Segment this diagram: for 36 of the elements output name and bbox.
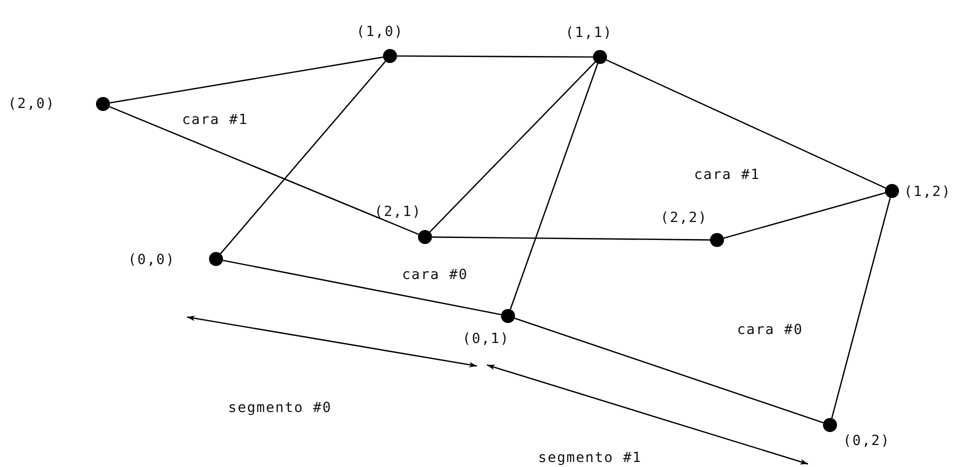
vertex-dot bbox=[885, 184, 899, 198]
connector-line bbox=[109, 106, 419, 235]
vertex-dot bbox=[823, 418, 837, 432]
connector-line bbox=[514, 318, 824, 424]
connector-line bbox=[397, 55, 593, 58]
vertex-dot bbox=[418, 230, 432, 244]
vertex-dot bbox=[209, 252, 223, 266]
coordinate-label: (2,0) bbox=[8, 96, 56, 112]
coordinate-label: (0,2) bbox=[843, 433, 890, 449]
connector-line bbox=[110, 56, 384, 104]
coordinate-label: (1,1) bbox=[565, 25, 613, 41]
coordinate-label: (1,0) bbox=[356, 24, 404, 40]
region-label: cara #1 bbox=[182, 112, 248, 128]
coordinate-label: (0,0) bbox=[128, 252, 176, 268]
connector-line bbox=[724, 192, 886, 239]
coordinate-label: (1,2) bbox=[904, 184, 952, 200]
connector-line bbox=[831, 198, 891, 418]
vertex-dot bbox=[501, 309, 515, 323]
coordinate-label: (2,2) bbox=[660, 210, 708, 226]
region-label: cara #0 bbox=[402, 267, 468, 283]
vertex-dot bbox=[593, 50, 607, 64]
region-label: cara #0 bbox=[737, 322, 803, 338]
vertex-dot bbox=[383, 49, 397, 63]
region-label: segmento #1 bbox=[538, 450, 642, 466]
connector-line bbox=[432, 236, 710, 241]
vertex-dot bbox=[710, 233, 724, 247]
connector-line bbox=[606, 59, 886, 189]
coordinate-label: (2,1) bbox=[374, 204, 422, 220]
connector-line bbox=[222, 260, 502, 316]
connector-line bbox=[429, 62, 596, 232]
coordinate-label: (0,1) bbox=[462, 331, 510, 347]
region-label: cara #1 bbox=[694, 167, 760, 183]
connector-line bbox=[510, 63, 598, 310]
vertex-dot bbox=[96, 97, 110, 111]
region-label: segmento #0 bbox=[228, 400, 332, 416]
connector-line bbox=[220, 60, 386, 254]
